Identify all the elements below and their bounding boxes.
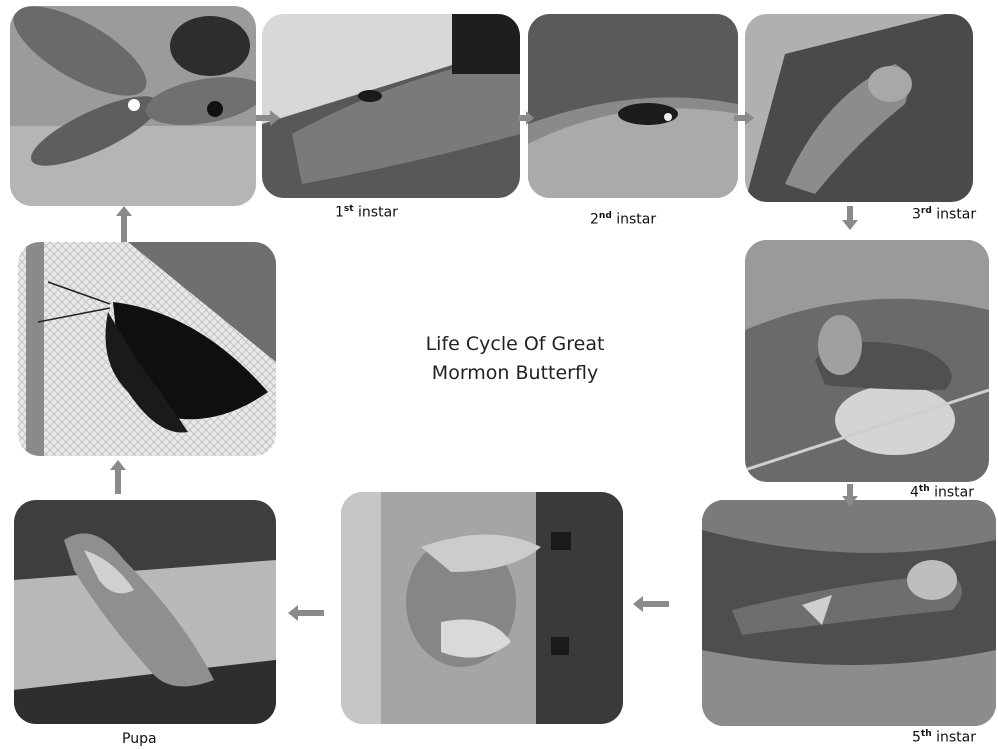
photo-instar-5 xyxy=(702,500,996,726)
label-instar-1: 1st instar xyxy=(335,204,398,221)
photo-instar-3 xyxy=(745,14,973,202)
photo-adult-butterfly xyxy=(18,242,276,456)
arrow-prepupa-to-pupa xyxy=(288,605,324,621)
arrow-instar2-to-instar3 xyxy=(734,111,754,125)
photo-prepupa xyxy=(341,492,623,724)
label-pupa: Pupa xyxy=(122,731,157,747)
photo-instar-2 xyxy=(528,14,738,198)
arrow-instar4-to-instar5 xyxy=(842,484,858,506)
title-line-2: Mormon Butterfly xyxy=(395,359,635,388)
arrow-instar3-to-instar4 xyxy=(842,206,858,230)
photo-egg xyxy=(10,6,256,206)
arrow-pupa-to-adult xyxy=(110,460,126,494)
label-instar-3: 3rd instar xyxy=(912,206,976,223)
title-line-1: Life Cycle Of Great xyxy=(395,330,635,359)
arrow-egg-to-instar1 xyxy=(256,110,280,126)
arrow-instar1-to-instar2 xyxy=(518,111,534,125)
arrow-adult-to-egg xyxy=(116,206,132,242)
photo-instar-4 xyxy=(745,240,989,482)
label-instar-4: 4th instar xyxy=(910,484,974,501)
label-instar-5: 5th instar xyxy=(912,729,976,746)
diagram-title: Life Cycle Of Great Mormon Butterfly xyxy=(395,330,635,388)
photo-pupa xyxy=(14,500,276,724)
label-instar-2: 2nd instar xyxy=(590,211,656,228)
photo-instar-1 xyxy=(262,14,520,198)
arrow-instar5-to-prepupa xyxy=(633,596,669,612)
